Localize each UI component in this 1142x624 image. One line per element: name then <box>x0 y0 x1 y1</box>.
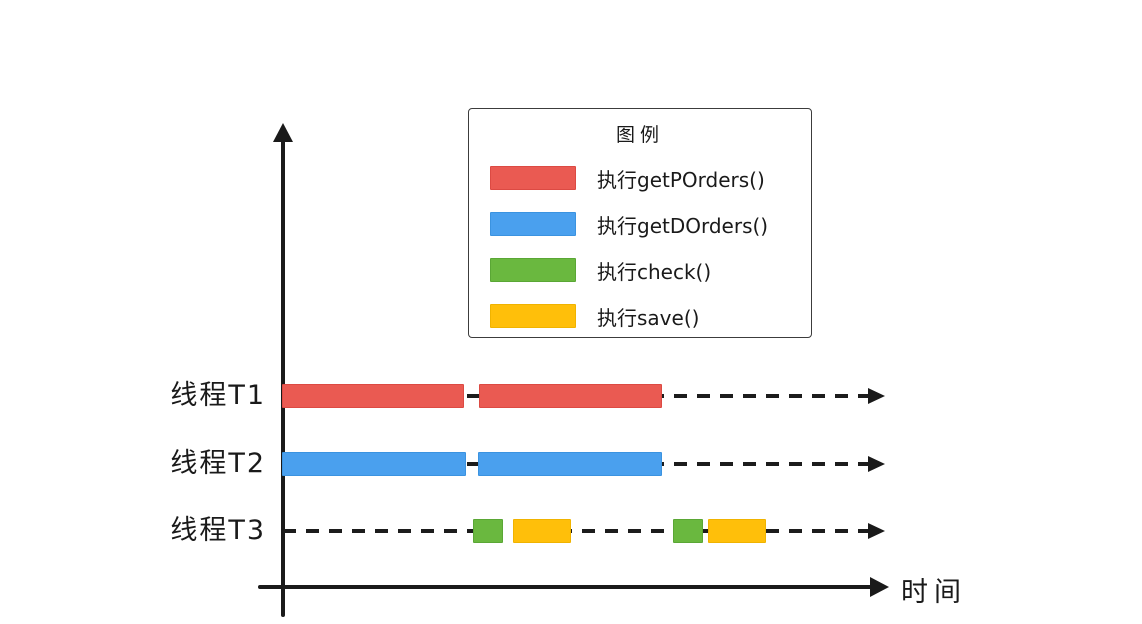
legend-title: 图例 <box>615 124 664 146</box>
activity-bar <box>282 452 466 476</box>
legend: 图例 执行getPOrders() 执行getDOrders() 执行check()… <box>468 108 812 338</box>
thread-label-2: 线程T2 <box>170 448 266 479</box>
x-axis-line <box>258 585 874 589</box>
legend-swatch-save <box>490 304 576 328</box>
thread-arrow-icon-3 <box>868 523 885 539</box>
x-axis-arrow-icon <box>870 577 889 597</box>
activity-bar <box>513 519 571 543</box>
y-axis-arrow-icon <box>273 123 293 142</box>
activity-bar <box>282 384 464 408</box>
thread-timeline-3 <box>283 529 868 533</box>
legend-item-getDOrders: 执行getDOrders() <box>490 212 811 238</box>
legend-items: 执行getPOrders() 执行getDOrders() 执行check() 执行s… <box>469 166 811 330</box>
legend-label-getPOrders: 执行getPOrders() <box>597 167 765 192</box>
legend-label-check: 执行check() <box>597 259 712 284</box>
legend-label-save: 执行save() <box>597 305 700 330</box>
legend-item-getPOrders: 执行getPOrders() <box>490 166 811 192</box>
legend-swatch-getDOrders <box>490 212 576 236</box>
y-axis-line <box>281 138 285 617</box>
thread-arrow-icon-1 <box>868 388 885 404</box>
activity-bar <box>479 384 662 408</box>
legend-swatch-getPOrders <box>490 166 576 190</box>
activity-bar <box>673 519 703 543</box>
thread-arrow-icon-2 <box>868 456 885 472</box>
legend-item-save: 执行save() <box>490 304 811 330</box>
legend-label-getDOrders: 执行getDOrders() <box>597 213 769 238</box>
activity-bar <box>473 519 503 543</box>
thread-label-1: 线程T1 <box>170 380 266 411</box>
x-axis-label: 时间 <box>901 577 967 608</box>
legend-item-check: 执行check() <box>490 258 811 284</box>
thread-label-3: 线程T3 <box>170 515 266 546</box>
activity-bar <box>478 452 662 476</box>
activity-bar <box>708 519 766 543</box>
legend-swatch-check <box>490 258 576 282</box>
